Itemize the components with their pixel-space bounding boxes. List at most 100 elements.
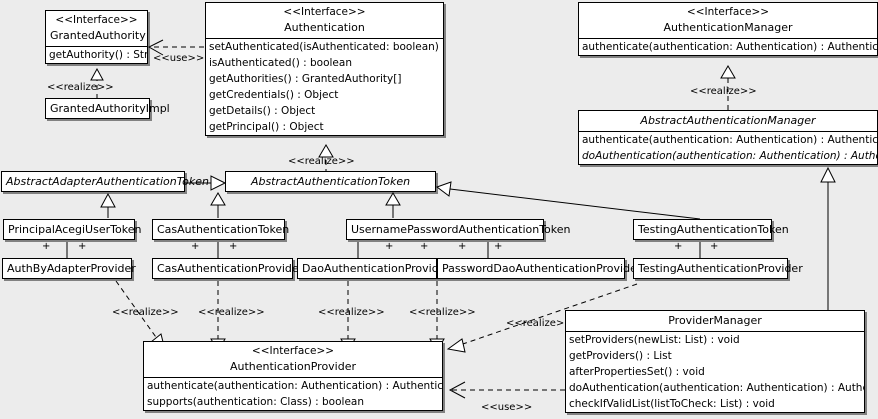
class-password-dao-authentication-provider[interactable]: PasswordDaoAuthenticationProvider [437, 258, 642, 279]
class-abstract-authentication-manager[interactable]: AbstractAuthenticationManager authentica… [578, 110, 878, 165]
method-row: afterPropertiesSet() : void [569, 366, 705, 378]
class-name-label: DaoAuthenticationProvider [302, 262, 450, 275]
members-granted-authority: getAuthority() : String [46, 46, 147, 63]
class-name-label: TestingAuthenticationProvider [638, 262, 803, 275]
class-provider-manager[interactable]: ProviderManager setProviders(newList: Li… [565, 310, 865, 413]
edge-label-realize-cas: <<realize>> [198, 307, 265, 318]
multiplicity-cas-left: + [191, 241, 200, 252]
members-abstract-authentication-manager: authenticate(authentication: Authenticat… [579, 131, 877, 164]
class-name-label: Authentication [284, 21, 365, 34]
method-row: getPrincipal() : Object [209, 121, 324, 133]
class-name-label: AuthenticationManager [663, 21, 793, 34]
class-cas-authentication-provider[interactable]: CasAuthenticationProvider [152, 258, 304, 279]
method-row: setProviders(newList: List) : void [569, 334, 740, 346]
edge-generalize-testingauthenticationtoken [435, 181, 701, 220]
multiplicity-username-left: + [385, 241, 394, 252]
class-header-granted-authority: <<Interface>> GrantedAuthority [46, 11, 147, 46]
method-row: doAuthentication(authentication: Authent… [582, 150, 877, 162]
method-row: authenticate(authentication: Authenticat… [582, 134, 877, 146]
method-row: setAuthenticated(isAuthenticated: boolea… [209, 41, 443, 53]
multiplicity-username-left2: + [458, 241, 467, 252]
class-granted-authority[interactable]: <<Interface>> GrantedAuthority getAuthor… [45, 10, 148, 64]
stereotype-label: <<Interface>> [283, 6, 366, 18]
class-authentication[interactable]: <<Interface>> Authentication setAuthenti… [205, 2, 444, 136]
edge-realize-grantedauthorityimpl [90, 67, 104, 99]
edge-realize-testing [446, 283, 638, 353]
stereotype-label: <<Interface>> [251, 345, 335, 357]
members-authentication: setAuthenticated(isAuthenticated: boolea… [206, 38, 443, 135]
class-name-label: PrincipalAcegiUserToken [8, 223, 142, 236]
method-row: doAuthentication(authentication: Authent… [569, 382, 864, 394]
edge-generalize-providermanager [820, 166, 836, 310]
edge-label-use-authentication-grantedauthority: <<use>> [153, 53, 205, 64]
class-abstract-adapter-authentication-token[interactable]: AbstractAdapterAuthenticationToken [1, 171, 209, 192]
edge-label-realize-grantedauthorityimpl: <<realize>> [47, 82, 114, 93]
class-testing-authentication-token[interactable]: TestingAuthenticationToken [633, 219, 789, 240]
class-header-abstract-authentication-manager: AbstractAuthenticationManager [579, 111, 877, 131]
class-name-label: AuthByAdapterProvider [7, 262, 136, 275]
class-name-label: GrantedAuthorityImpl [50, 102, 170, 115]
edge-label-realize-passworddao: <<realize>> [409, 307, 476, 318]
class-auth-by-adapter-provider[interactable]: AuthByAdapterProvider [2, 258, 136, 279]
class-name-label: AbstractAdapterAuthenticationToken [6, 175, 209, 188]
class-authentication-provider[interactable]: <<Interface>> AuthenticationProvider aut… [143, 341, 443, 411]
class-name-label: CasAuthenticationProvider [157, 262, 304, 275]
method-row: checkIfValidList(listToCheck: List) : vo… [569, 398, 775, 410]
class-header-authentication-provider: <<Interface>> AuthenticationProvider [144, 342, 442, 377]
members-authentication-provider: authenticate(authentication: Authenticat… [144, 377, 442, 410]
class-name-label: AuthenticationProvider [229, 360, 357, 373]
class-header-authentication-manager: <<Interface>> AuthenticationManager [579, 3, 877, 38]
multiplicity-testing-right: + [710, 241, 719, 252]
class-name-label: AbstractAuthenticationToken [250, 175, 411, 188]
method-row: getAuthority() : String [49, 49, 147, 61]
edge-use-authentication-grantedauthority [147, 39, 204, 56]
multiplicity-username-right2: + [494, 241, 503, 252]
class-name-label: GrantedAuthority [50, 29, 146, 42]
method-row: getAuthorities() : GrantedAuthority[] [209, 73, 402, 85]
class-name-label: TestingAuthenticationToken [638, 223, 789, 236]
class-dao-authentication-provider[interactable]: DaoAuthenticationProvider [297, 258, 450, 279]
edge-label-realize-abstractauthenticationtoken: <<realize>> [288, 156, 355, 167]
edge-generalize-casauthenticationtoken [210, 192, 226, 218]
edge-assoc-adapter-token [184, 175, 227, 191]
edge-label-realize-testing: <<realize>> [506, 318, 573, 329]
method-row: getProviders() : List [569, 350, 672, 362]
class-name-label: CasAuthenticationToken [157, 223, 290, 236]
multiplicity-testing-left: + [674, 241, 683, 252]
members-provider-manager: setProviders(newList: List) : void getPr… [566, 331, 864, 412]
edge-label-use-providermanager-authenticationprovider: <<use>> [481, 402, 533, 413]
class-authentication-manager[interactable]: <<Interface>> AuthenticationManager auth… [578, 2, 878, 56]
class-header-provider-manager: ProviderManager [566, 311, 864, 331]
edge-use-providermanager-authenticationprovider [448, 381, 655, 399]
edge-label-realize-authbyadapter: <<realize>> [112, 307, 179, 318]
method-row: supports(authentication: Class) : boolea… [147, 396, 364, 408]
class-cas-authentication-token[interactable]: CasAuthenticationToken [152, 219, 290, 240]
class-header-authentication: <<Interface>> Authentication [206, 3, 443, 38]
multiplicity-cas-right: + [229, 241, 238, 252]
stereotype-label: <<Interface>> [686, 6, 770, 18]
class-username-password-authentication-token[interactable]: UsernamePasswordAuthenticationToken [346, 219, 571, 240]
method-row: authenticate(authentication: Authenticat… [582, 41, 877, 53]
members-authentication-manager: authenticate(authentication: Authenticat… [579, 38, 877, 55]
multiplicity-principal-left: + [42, 241, 51, 252]
multiplicity-username-right: + [420, 241, 429, 252]
class-granted-authority-impl[interactable]: GrantedAuthorityImpl [45, 98, 170, 119]
edge-label-realize-abstractauthenticationmanager: <<realize>> [690, 86, 757, 97]
class-abstract-authentication-token[interactable]: AbstractAuthenticationToken [225, 171, 436, 192]
edge-generalize-usernamepasswordtoken [385, 192, 401, 218]
class-testing-authentication-provider[interactable]: TestingAuthenticationProvider [633, 258, 803, 279]
class-name-label: AbstractAuthenticationManager [640, 114, 816, 127]
class-name-label: ProviderManager [668, 314, 762, 327]
edge-realize-abstractauthenticationmanager [720, 65, 736, 110]
class-name-label: UsernamePasswordAuthenticationToken [351, 223, 571, 236]
method-row: getDetails() : Object [209, 105, 316, 117]
class-principal-acegi-user-token[interactable]: PrincipalAcegiUserToken [3, 219, 142, 240]
method-row: authenticate(authentication: Authenticat… [147, 380, 442, 392]
method-row: getCredentials() : Object [209, 89, 339, 101]
method-row: isAuthenticated() : boolean [209, 57, 352, 69]
stereotype-label: <<Interface>> [55, 14, 138, 26]
edge-label-realize-dao: <<realize>> [318, 307, 385, 318]
multiplicity-principal-right: + [78, 241, 87, 252]
class-name-label: PasswordDaoAuthenticationProvider [442, 262, 642, 275]
